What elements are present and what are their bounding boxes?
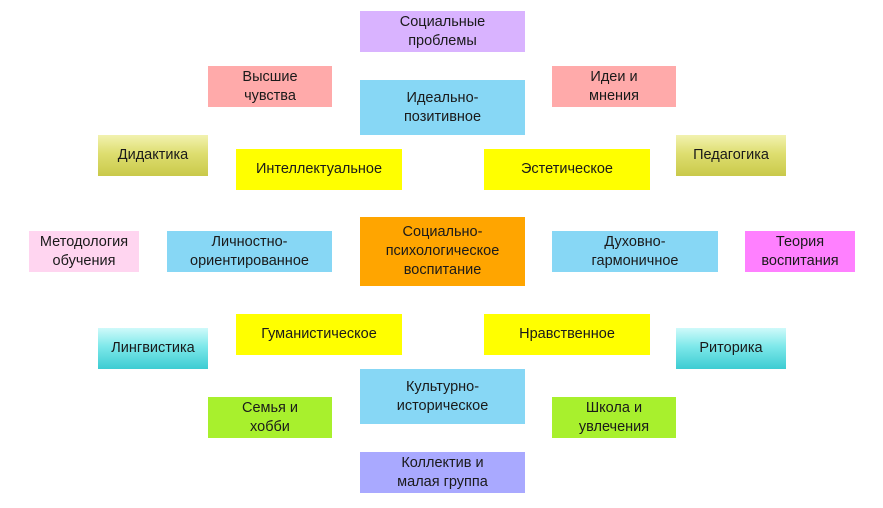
node-collective-and-small-group: Коллектив и малая группа [360,452,525,493]
node-pedagogy: Педагогика [676,135,786,176]
node-theory-of-education: Теория воспитания [745,231,855,272]
node-school-and-interests: Школа и увлечения [552,397,676,438]
node-family-and-hobby: Семья и хобби [208,397,332,438]
node-aesthetic: Эстетическое [484,149,650,190]
node-methodology-of-teaching: Методология обучения [29,231,139,272]
node-cultural-historical: Культурно- историческое [360,369,525,424]
node-linguistics: Лингвистика [98,328,208,369]
node-higher-feelings: Высшие чувства [208,66,332,107]
node-social-psychological-education: Социально- психологическое воспитание [360,217,525,286]
node-social-problems: Социальные проблемы [360,11,525,52]
node-ideal-positive: Идеально- позитивное [360,80,525,135]
node-intellectual: Интеллектуальное [236,149,402,190]
node-rhetoric: Риторика [676,328,786,369]
node-didactics: Дидактика [98,135,208,176]
node-ideas-and-opinions: Идеи и мнения [552,66,676,107]
node-personality-oriented: Личностно- ориентированное [167,231,332,272]
node-humanistic: Гуманистическое [236,314,402,355]
node-spiritual-harmonious: Духовно- гармоничное [552,231,718,272]
node-moral: Нравственное [484,314,650,355]
